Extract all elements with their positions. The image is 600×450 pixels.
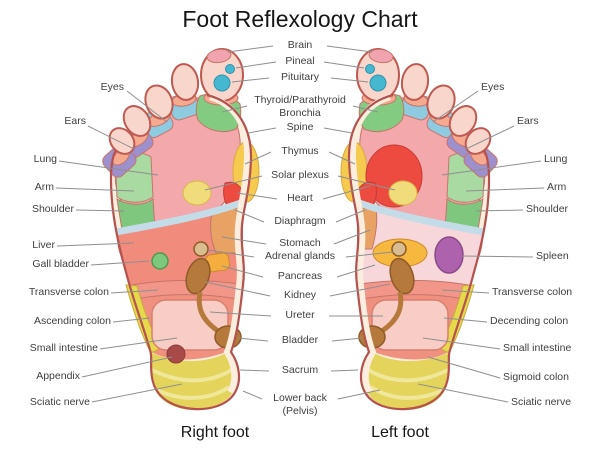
label-brain: Brain [287, 39, 313, 51]
right-foot-illustration [98, 46, 260, 410]
gall-bladder-zone [151, 252, 169, 270]
label-stomach: Stomach [279, 237, 321, 249]
label-sciatic-nerve-right: Sciatic nerve [511, 396, 572, 408]
label-arm-right: Arm [547, 181, 567, 193]
label-shoulder-right: Shoulder [526, 203, 569, 215]
page-title: Foot Reflexology Chart [182, 6, 418, 32]
label-sciatic-nerve-left: Sciatic nerve [29, 396, 90, 408]
label-pancreas: Pancreas [277, 270, 323, 282]
left-foot-illustration [340, 46, 502, 410]
leader-lines-right [417, 90, 545, 403]
label-ears-right: Ears [517, 115, 539, 127]
label-ears-left: Ears [64, 115, 86, 127]
label-spleen: Spleen [536, 250, 569, 262]
label-eyes-right: Eyes [481, 81, 505, 93]
label-transverse-colon-left: Transverse colon [28, 286, 109, 298]
label-diaphragm: Diaphragm [274, 215, 326, 227]
label-ascending-colon: Ascending colon [33, 315, 111, 327]
label-thymus: Thymus [281, 145, 319, 157]
label-eyes-left: Eyes [100, 81, 124, 93]
label-pineal: Pineal [285, 55, 315, 67]
label-shoulder-left: Shoulder [31, 203, 74, 215]
label-transverse-colon-right: Transverse colon [492, 286, 573, 298]
label-kidney: Kidney [283, 289, 317, 301]
label-pituitary: Pituitary [281, 71, 319, 83]
right-foot-caption: Right foot [180, 424, 250, 441]
label-sigmoid-colon: Sigmoid colon [503, 371, 569, 383]
leader-lines-center [204, 45, 396, 400]
label-lung-left: Lung [33, 153, 57, 165]
label-liver: Liver [32, 239, 55, 251]
label-sacrum: Sacrum [281, 364, 319, 376]
label-thyroid-parathyroid-bronchia: Thyroid/Parathyroid Bronchia [254, 94, 346, 119]
label-ureter: Ureter [285, 309, 315, 321]
label-small-intestine-right: Small intestine [503, 342, 572, 354]
label-bladder: Bladder [281, 334, 319, 346]
spleen-zone [434, 236, 464, 274]
label-arm-left: Arm [34, 181, 54, 193]
label-decending-colon: Decending colon [490, 315, 569, 327]
appendix-zone [166, 344, 186, 364]
label-gall-bladder: Gall bladder [32, 258, 89, 270]
label-adrenal-glands: Adrenal glands [264, 250, 336, 262]
left-foot-caption: Left foot [371, 424, 429, 441]
label-appendix: Appendix [36, 370, 80, 382]
label-small-intestine-left: Small intestine [29, 342, 98, 354]
label-lung-right: Lung [544, 153, 568, 165]
label-solar-plexus: Solar plexus [271, 169, 329, 181]
label-heart: Heart [287, 192, 313, 204]
leader-lines-left [55, 90, 183, 403]
label-spine: Spine [286, 121, 314, 133]
label-lower-back-pelvis: Lower back (Pelvis) [273, 392, 327, 417]
